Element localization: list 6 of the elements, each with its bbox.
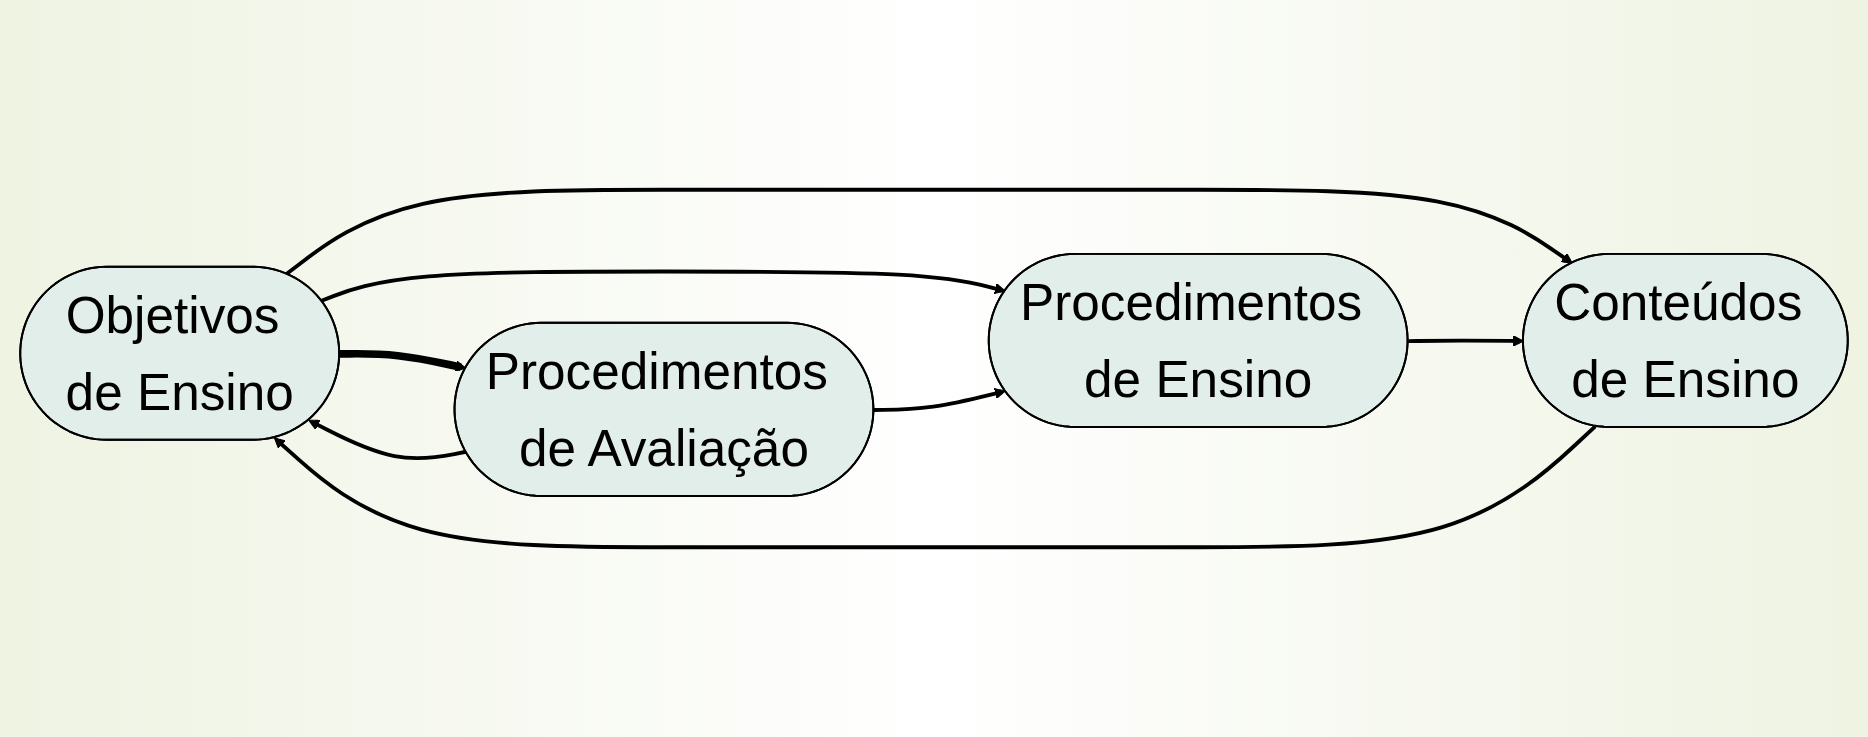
- arrow: [320, 269, 1006, 303]
- arrow: [308, 419, 467, 461]
- arrow: [873, 388, 1006, 412]
- arrow: [339, 349, 467, 372]
- arrow: [273, 424, 1597, 550]
- arrow: [285, 187, 1573, 276]
